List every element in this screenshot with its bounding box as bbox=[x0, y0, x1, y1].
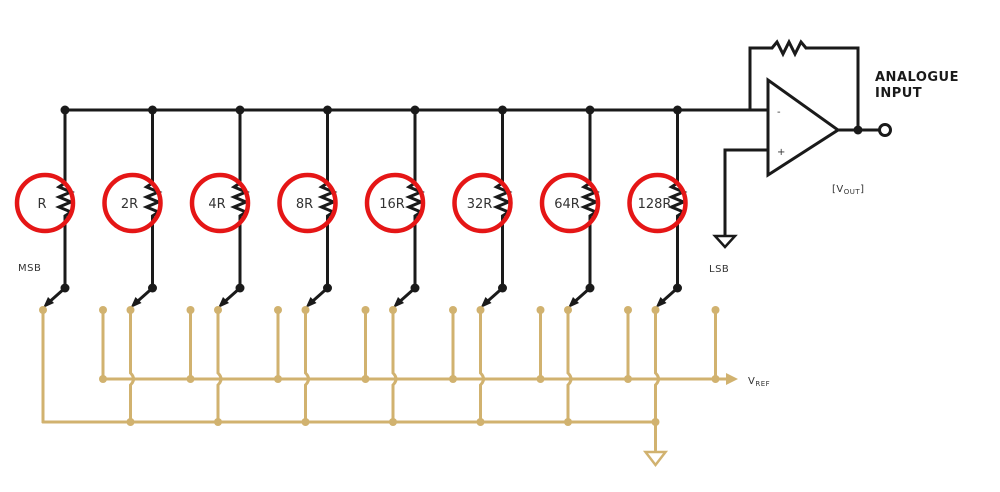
branch-32r bbox=[480, 105, 513, 308]
switch-arrow bbox=[655, 297, 667, 308]
resistor-branches bbox=[43, 105, 688, 308]
resistor-label-4r: 4R bbox=[208, 197, 225, 212]
output-title-line1: ANALOGUE bbox=[875, 70, 959, 85]
ground-drop bbox=[654, 308, 660, 424]
ground-drop bbox=[304, 308, 310, 424]
resistor-8r bbox=[317, 181, 338, 218]
resistor-label-8r: 8R bbox=[296, 197, 313, 212]
op-amp-minus-sign: - bbox=[777, 107, 781, 118]
vout-bracket: [V bbox=[832, 184, 844, 195]
ground-symbol bbox=[642, 450, 669, 468]
highlight-ring-r bbox=[14, 172, 76, 234]
switch-arrow bbox=[393, 297, 404, 308]
switch-arrow bbox=[43, 297, 54, 308]
op-amp-body bbox=[766, 77, 841, 178]
resistor-label-r: R bbox=[37, 197, 46, 212]
branch-r bbox=[43, 105, 75, 308]
highlight-rings: R 2R 4R 8R 16R 32R 64R 128R bbox=[14, 172, 688, 234]
highlight-ring-8r bbox=[277, 172, 338, 234]
branch-2r bbox=[130, 105, 163, 308]
highlight-ring-128r bbox=[627, 172, 688, 234]
resistor-label-64r: 64R bbox=[554, 197, 580, 212]
feedback-wire bbox=[748, 46, 774, 112]
vref-label: VREF bbox=[748, 376, 770, 388]
highlight-ring-32r bbox=[452, 172, 513, 234]
vout-label: [VOUT] bbox=[832, 184, 865, 196]
branch-64r bbox=[568, 105, 600, 308]
switch-arrow bbox=[130, 297, 142, 308]
ground-drop bbox=[216, 308, 223, 424]
resistor-128r bbox=[667, 181, 688, 218]
resistor-label-32r: 32R bbox=[467, 197, 493, 212]
ground-drop bbox=[129, 308, 135, 424]
resistor-32r bbox=[492, 181, 513, 218]
highlight-ring-2r bbox=[102, 172, 163, 234]
highlight-ring-64r bbox=[539, 172, 601, 234]
lsb-ground-symbol bbox=[712, 234, 738, 249]
switch-arrow bbox=[305, 297, 317, 308]
resistor-label-2r: 2R bbox=[121, 197, 138, 212]
ground-drop bbox=[479, 308, 485, 424]
branch-16r bbox=[393, 105, 425, 308]
non-inverting-input-wire bbox=[723, 148, 770, 238]
reference-switch-network bbox=[39, 306, 738, 468]
highlight-ring-16r bbox=[364, 172, 426, 234]
msb-label: MSB bbox=[18, 263, 41, 274]
ground-drop bbox=[566, 308, 573, 424]
vref-subscript: REF bbox=[755, 380, 770, 388]
op-amp: - + bbox=[712, 38, 892, 249]
resistor-label-16r: 16R bbox=[379, 197, 405, 212]
output-terminal bbox=[878, 123, 892, 137]
vout-bracket-close: ] bbox=[860, 184, 864, 195]
resistor-2r bbox=[142, 181, 163, 218]
lsb-label: LSB bbox=[709, 264, 729, 275]
switch-arrow bbox=[480, 297, 492, 308]
switch-arrow bbox=[568, 297, 579, 308]
branch-128r bbox=[655, 105, 688, 308]
output-node bbox=[853, 125, 863, 135]
highlight-ring-4r bbox=[189, 172, 251, 234]
feedback-wire-out bbox=[804, 46, 860, 132]
op-amp-plus-sign: + bbox=[777, 147, 786, 158]
resistor-64r bbox=[580, 181, 600, 218]
vout-subscript: OUT bbox=[844, 188, 861, 196]
resistor-16r bbox=[405, 181, 425, 218]
output-title-line2: INPUT bbox=[875, 86, 922, 101]
vref-letter: V bbox=[748, 376, 755, 387]
resistor-label-128r: 128R bbox=[638, 197, 672, 212]
switch-arrow bbox=[218, 297, 229, 308]
branch-8r bbox=[305, 105, 338, 308]
resistor-r bbox=[55, 181, 75, 218]
feedback-resistor bbox=[770, 38, 808, 58]
resistor-4r bbox=[230, 181, 250, 218]
ground-drop bbox=[391, 308, 398, 424]
branch-4r bbox=[218, 105, 250, 308]
vref-arrow bbox=[726, 373, 738, 385]
